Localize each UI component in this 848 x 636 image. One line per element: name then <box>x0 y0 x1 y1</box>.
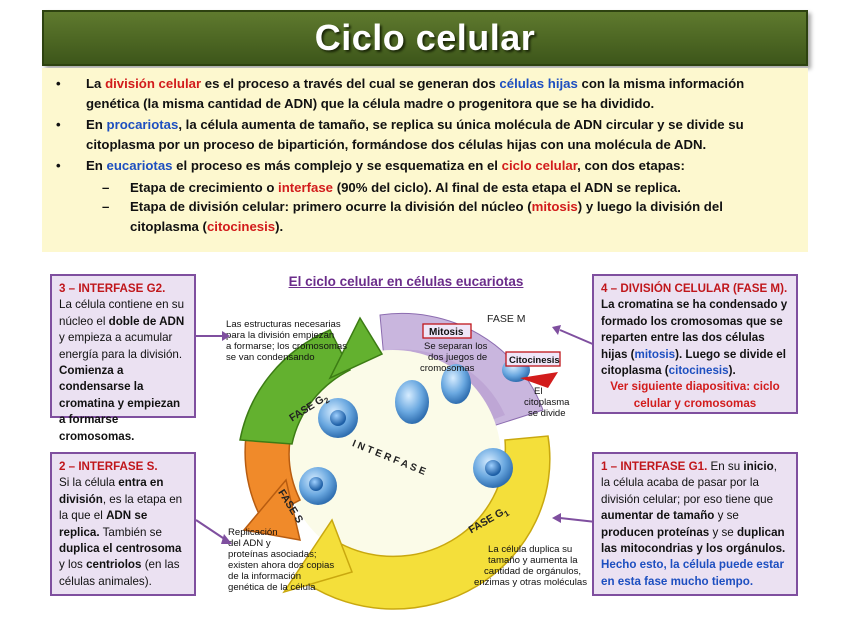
text: y se <box>714 509 738 522</box>
label-mitosis: Mitosis <box>429 327 464 338</box>
text: Si la célula <box>59 476 118 489</box>
term-producen-proteinas: producen proteínas <box>601 526 709 539</box>
arrow-m <box>560 330 595 345</box>
text: y empieza a acumular energía para la div… <box>59 331 182 360</box>
term-inicio: inicio <box>743 460 773 473</box>
box-g2-heading: 3 – INTERFASE G2. <box>59 281 187 297</box>
arrow-s <box>196 520 226 540</box>
text: ). <box>729 364 736 377</box>
term-centriolos: centriolos <box>86 558 141 571</box>
term-citocinesis: citocinesis <box>669 364 729 377</box>
arrow-g1 <box>560 518 596 522</box>
term-doble-adn: doble de ADN <box>109 315 185 328</box>
term-aumentar-tamano: aumentar de tamaño <box>601 509 714 522</box>
text: También se <box>100 526 162 539</box>
box-interfase-g2: 3 – INTERFASE G2. La célula contiene en … <box>50 274 196 418</box>
box-interfase-s: 2 – INTERFASE S. Si la célula entra en d… <box>50 452 196 596</box>
box-s-heading: 2 – INTERFASE S. <box>59 459 187 475</box>
term-condensacion: Comienza a condensarse la cromatina y em… <box>59 364 180 443</box>
box-division-celular: 4 – DIVISIÓN CELULAR (FASE M). La cromat… <box>592 274 798 414</box>
nucleus-g1 <box>485 460 501 476</box>
nucleus-s <box>309 477 323 491</box>
label-fase-m: FASE M <box>487 313 526 325</box>
text: y los <box>59 558 86 571</box>
box-m-heading: 4 – DIVISIÓN CELULAR (FASE M). <box>601 281 789 297</box>
see-next-slide-note: Ver siguiente diapositiva: ciclo celular… <box>601 379 789 412</box>
cell-mitosis <box>395 380 429 424</box>
text: En su <box>707 460 743 473</box>
arrow-g1-head <box>552 513 561 523</box>
box-interfase-g1: 1 – INTERFASE G1. En su inicio, la célul… <box>592 452 798 596</box>
text: y se <box>709 526 737 539</box>
label-citocinesis: Citocinesis <box>509 355 560 366</box>
term-mitosis: mitosis <box>635 348 676 361</box>
term-mucho-tiempo: Hecho esto, la célula puede estar en est… <box>601 558 784 587</box>
text: y los orgánulos. <box>693 542 785 555</box>
nucleus-g2 <box>330 410 346 426</box>
arrow-m-head <box>552 325 561 335</box>
box-g1-heading: 1 – INTERFASE G1. <box>601 460 707 473</box>
term-duplica-centrosoma: duplica el centrosoma <box>59 542 181 555</box>
